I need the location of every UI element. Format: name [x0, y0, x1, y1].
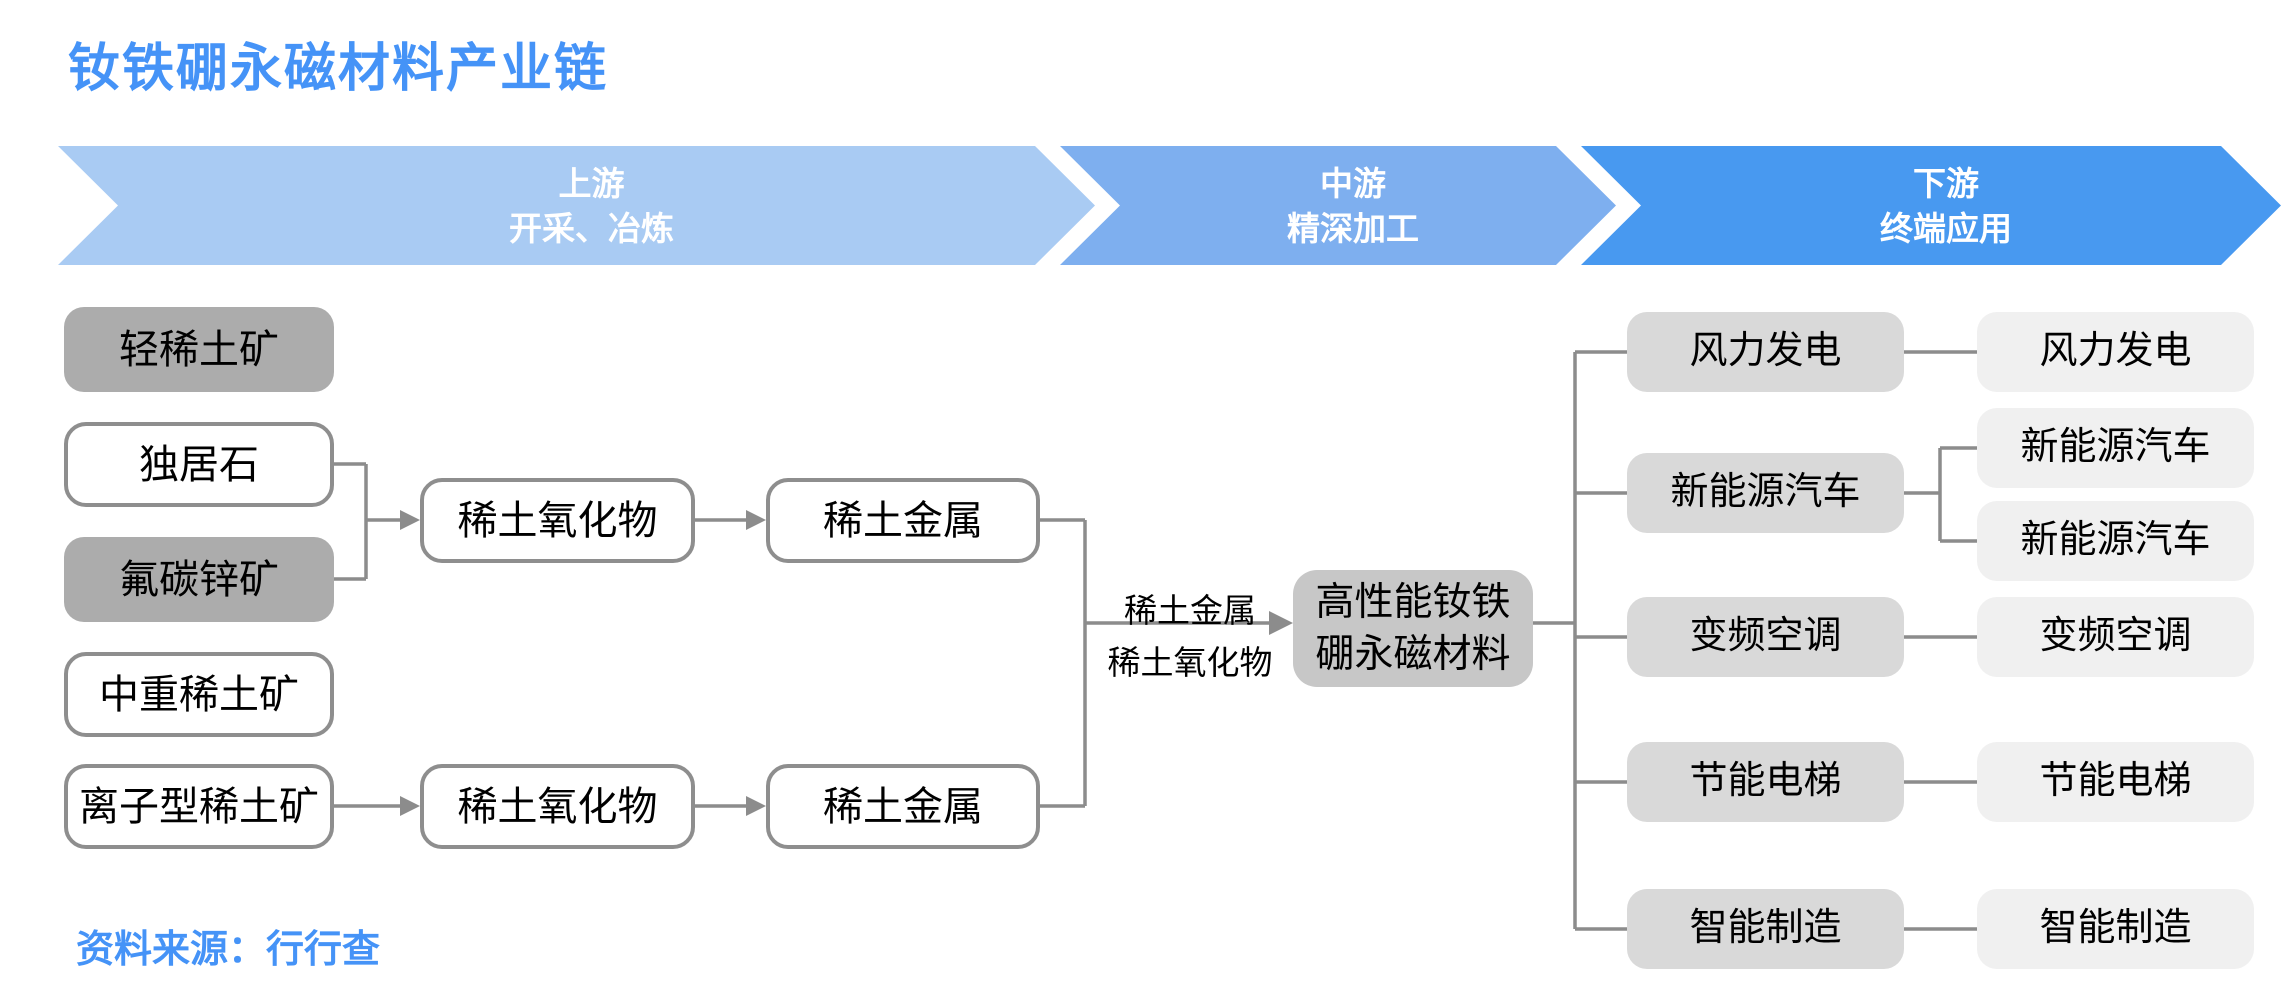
banner-downstream: 下游 终端应用 [1581, 146, 2281, 265]
app-box-nev: 新能源汽车 [1627, 453, 1904, 533]
arrowhead [746, 796, 766, 816]
arrowhead [746, 510, 766, 530]
wire-metal-merge [1040, 518, 1271, 808]
banner-downstream-stage: 下游 [1913, 164, 1979, 202]
app-box-smart-manufacturing: 智能制造 [1627, 889, 1904, 969]
metal-box-2: 稀土金属 [766, 764, 1040, 849]
end-box-nev-1: 新能源汽车 [1977, 408, 2254, 488]
ore-box-medium-heavy-rare-earth: 中重稀土矿 [64, 652, 334, 737]
connector-strokes [334, 350, 1977, 931]
oxide-box-1: 稀土氧化物 [420, 478, 695, 563]
app-box-elevator: 节能电梯 [1627, 742, 1904, 822]
banner-upstream-stage: 上游 [558, 164, 625, 202]
ore-box-ionic-rare-earth: 离子型稀土矿 [64, 764, 334, 849]
arrowhead [1269, 611, 1293, 635]
metal-box-1: 稀土金属 [766, 478, 1040, 563]
arrowhead [400, 510, 420, 530]
end-box-elevator: 节能电梯 [1977, 742, 2254, 822]
banner-upstream: 上游 开采、冶炼 [58, 146, 1095, 265]
app-box-wind-power: 风力发电 [1627, 312, 1904, 392]
wire-spine [1573, 350, 1627, 931]
banner-upstream-desc: 开采、冶炼 [509, 209, 674, 247]
arrowheads [400, 510, 1293, 816]
arrowhead [400, 796, 420, 816]
wire-ore-merge [334, 462, 400, 581]
banner-midstream: 中游 精深加工 [1060, 146, 1616, 265]
app-box-inverter-ac: 变频空调 [1627, 597, 1904, 677]
flow-label-oxide: 稀土氧化物 [1107, 644, 1273, 681]
page-title: 钕铁硼永磁材料产业链 [68, 40, 609, 98]
flow-label-metal: 稀土金属 [1124, 592, 1256, 629]
ore-box-monazite: 独居石 [64, 422, 334, 507]
core-product-box: 高性能钕铁硼永磁材料 [1293, 570, 1533, 687]
ore-box-light-rare-earth: 轻稀土矿 [64, 307, 334, 392]
banner-midstream-desc: 精深加工 [1287, 209, 1419, 247]
ore-box-fluorocarbon-zinc: 氟碳锌矿 [64, 537, 334, 622]
end-box-inverter-ac: 变频空调 [1977, 597, 2254, 677]
banner-downstream-desc: 终端应用 [1880, 209, 2012, 247]
end-box-nev-2: 新能源汽车 [1977, 501, 2254, 581]
wire-app-row2-branch [1904, 446, 1977, 543]
end-box-smart-manufacturing: 智能制造 [1977, 889, 2254, 969]
end-box-wind-power: 风力发电 [1977, 312, 2254, 392]
oxide-box-2: 稀土氧化物 [420, 764, 695, 849]
banner-midstream-stage: 中游 [1320, 164, 1386, 202]
source-note: 资料来源：行行查 [76, 929, 381, 971]
